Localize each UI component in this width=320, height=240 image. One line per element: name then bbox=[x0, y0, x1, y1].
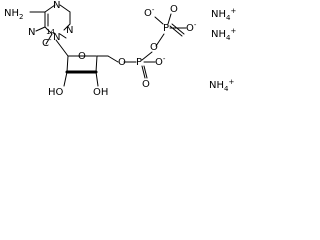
ammonium-ion: NH4+ bbox=[211, 27, 236, 42]
counterion-list: NH4+ NH4+ NH4+ bbox=[209, 7, 236, 93]
atom-n1: N bbox=[53, 0, 60, 11]
atom-labels: NH2 N N N N 14 C- O HO OH O P O O- O P O… bbox=[4, 0, 197, 98]
p-o-double-bond bbox=[143, 65, 148, 79]
outer-p-o-double-bond-2 bbox=[171, 23, 185, 35]
bridge-oxygen-label: O bbox=[150, 42, 158, 53]
ring-bond bbox=[63, 23, 71, 31]
phosphorus-inner-label: P bbox=[136, 57, 142, 68]
inner-p-double-o-label: O bbox=[142, 79, 150, 90]
p-bridge-bond bbox=[141, 51, 153, 61]
amino-label: NH2 bbox=[4, 8, 23, 21]
ring-bond bbox=[59, 33, 67, 39]
ring-bond bbox=[45, 33, 53, 45]
bridge-o-p-bond bbox=[155, 33, 165, 47]
c5-o5-bond bbox=[107, 55, 119, 63]
bond-lines bbox=[29, 4, 187, 87]
ring-bond bbox=[35, 26, 46, 32]
atom-n9: N bbox=[53, 32, 60, 43]
outer-p-o-bond bbox=[167, 13, 172, 25]
sugar-ring-bond bbox=[66, 55, 69, 73]
hydroxyl-bond bbox=[63, 71, 68, 87]
linker-oxygen-label: O bbox=[118, 57, 126, 68]
hydroxyl-right-label: OH bbox=[93, 87, 108, 98]
phosphorus-outer-label: P bbox=[163, 23, 169, 34]
atom-n7: N bbox=[28, 27, 35, 38]
n9-isotope-label: 14 bbox=[46, 28, 55, 36]
hydroxyl-bond bbox=[95, 71, 99, 87]
outer-p-o-top-bond bbox=[154, 16, 164, 25]
sugar-ring-bond bbox=[95, 55, 98, 73]
ring-bond bbox=[59, 4, 71, 13]
inner-p-o-label: O- bbox=[155, 55, 166, 68]
glycosidic-bond bbox=[55, 39, 69, 57]
ring-bond bbox=[44, 4, 56, 13]
ammonium-ion: NH4+ bbox=[211, 7, 236, 22]
ammonium-ion: NH4+ bbox=[209, 78, 234, 93]
outer-p-o-right-label: O- bbox=[186, 21, 197, 34]
atom-c8: C- bbox=[42, 36, 52, 49]
ring-oxygen-label: O bbox=[78, 51, 86, 62]
atom-n3: N bbox=[66, 25, 73, 36]
hydroxyl-left-label: HO bbox=[48, 87, 64, 98]
p-o-bond bbox=[141, 65, 146, 79]
outer-p-double-o-label: O bbox=[170, 4, 178, 15]
outer-p-o-top-label: O- bbox=[144, 6, 155, 19]
ring-bond bbox=[44, 26, 53, 35]
chemical-structure-diagram: NH2 N N N N 14 C- O HO OH O P O O- O P O… bbox=[4, 0, 236, 98]
